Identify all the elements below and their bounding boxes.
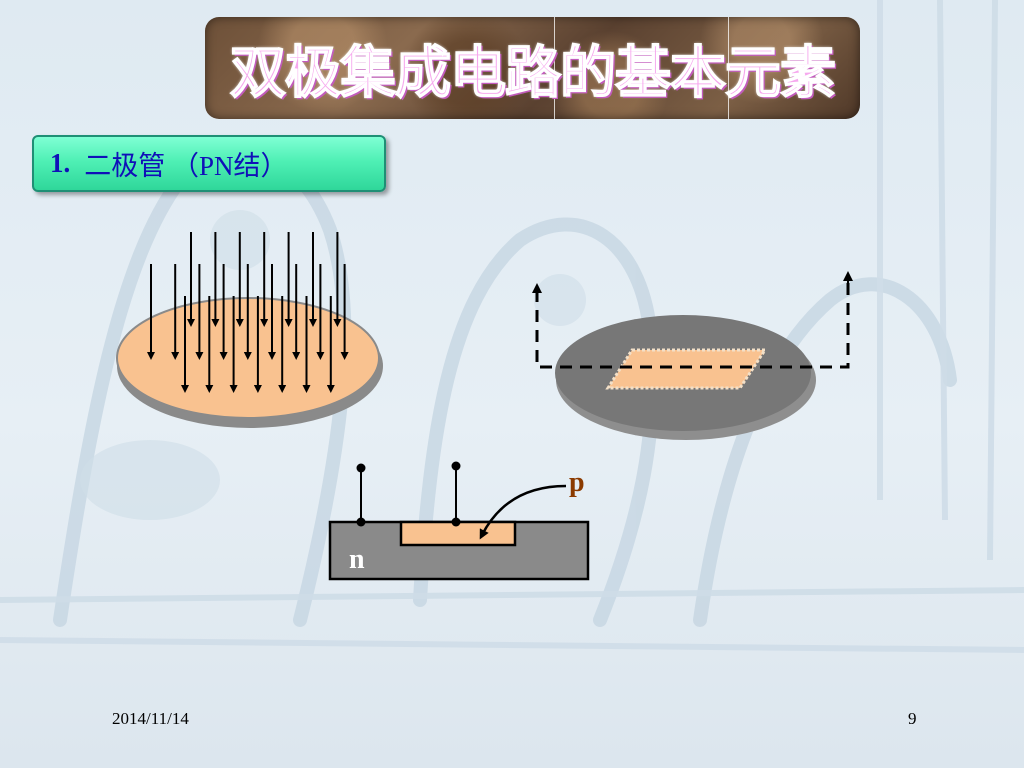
cross-section: p n	[328, 461, 590, 581]
cross-section-cut-line	[535, 280, 850, 369]
contact-terminal-p	[451, 461, 461, 471]
right-wafer	[532, 271, 853, 440]
p-region-top-view	[605, 348, 768, 390]
contact-point-p	[451, 517, 461, 527]
title-divider	[554, 17, 555, 119]
contact-terminal-n	[356, 463, 366, 473]
title-divider	[728, 17, 729, 119]
slide-title: 双极集成电路的基本元素	[229, 40, 837, 107]
left-wafer	[116, 297, 383, 428]
label-n: n	[349, 544, 365, 575]
section-label-box: 1. 二极管 （PN结）	[32, 135, 386, 192]
section-number: 1.	[50, 148, 71, 178]
label-p: p	[569, 467, 585, 498]
contact-point-n	[356, 517, 366, 527]
page-number: 9	[908, 709, 917, 728]
p-pointer-arrow	[479, 484, 567, 540]
title-banner: 双极集成电路的基本元素	[205, 17, 860, 119]
section-label-text: 二极管 （PN结）	[84, 151, 288, 181]
diffusion-arrows	[147, 232, 349, 393]
footer-date: 2014/11/14	[112, 709, 189, 728]
